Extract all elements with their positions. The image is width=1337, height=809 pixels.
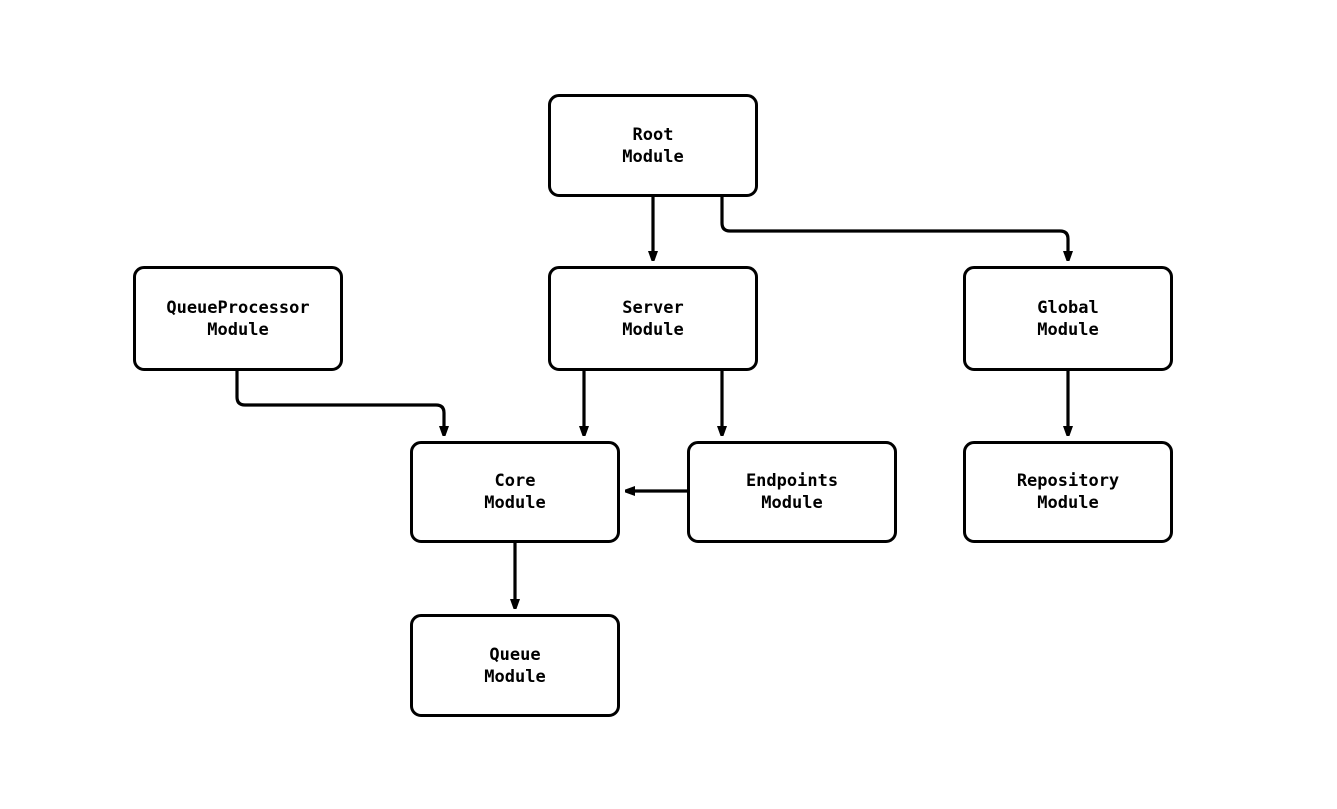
- node-endpoints-module-label-line1: Endpoints: [745, 471, 839, 491]
- node-endpoints-module-label-line2: Module: [761, 493, 823, 513]
- node-core-module[interactable]: Core Module: [410, 441, 620, 543]
- node-queue-module[interactable]: Queue Module: [410, 614, 620, 717]
- node-global-module-label-line1: Global: [1037, 297, 1099, 318]
- node-queue-module-label-line1: Queue: [489, 644, 541, 665]
- node-core-module-label-line1: Core: [494, 471, 536, 491]
- node-repository-module-label-line2: Module: [1037, 493, 1099, 513]
- node-root-module-label-line2: Module: [622, 146, 684, 167]
- node-root-module-label-line1: Root: [632, 124, 674, 145]
- node-queueprocessor-module-label-line2: Module: [207, 319, 269, 340]
- node-server-module[interactable]: Server Module: [548, 266, 758, 371]
- node-queue-module-label-line2: Module: [484, 666, 546, 687]
- node-queueprocessor-module[interactable]: QueueProcessor Module: [133, 266, 343, 371]
- node-queueprocessor-module-label-line1: QueueProcessor: [166, 297, 310, 318]
- node-repository-module[interactable]: Repository Module: [963, 441, 1173, 543]
- node-root-module[interactable]: Root Module: [548, 94, 758, 197]
- node-global-module[interactable]: Global Module: [963, 266, 1173, 371]
- node-global-module-label-line2: Module: [1037, 319, 1099, 340]
- node-endpoints-module[interactable]: Endpoints Module: [687, 441, 897, 543]
- edge-root-to-global: [720, 197, 1068, 252]
- node-server-module-label-line1: Server: [622, 297, 684, 318]
- node-repository-module-label-line1: Repository: [1016, 471, 1120, 491]
- node-server-module-label-line2: Module: [622, 319, 684, 340]
- node-core-module-label-line2: Module: [484, 493, 546, 513]
- edge-queueprocessor-to-core: [235, 371, 444, 427]
